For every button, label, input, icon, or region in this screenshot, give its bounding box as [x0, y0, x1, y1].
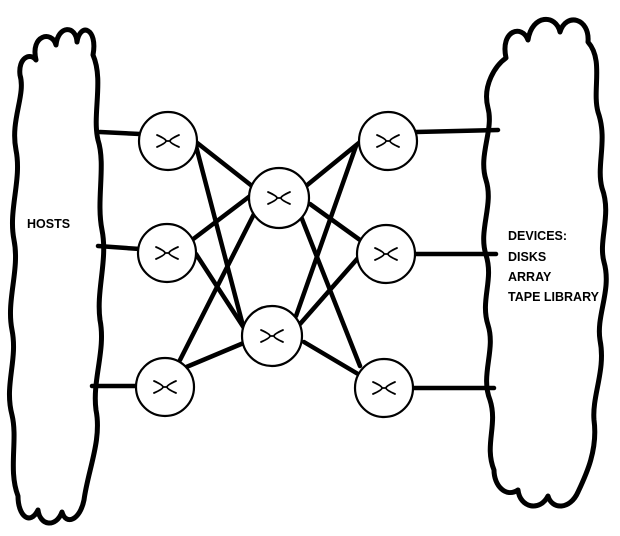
- switch-edge-right-3: [353, 357, 415, 419]
- link-hosts-edge-left-2: [95, 243, 143, 252]
- devices-label-line-3: ARRAY: [508, 270, 552, 284]
- switch-edge-right-2: [355, 223, 417, 285]
- devices-label-line-4: TAPE LIBRARY: [508, 290, 600, 304]
- link-core-1-edge-right-1: [303, 139, 363, 189]
- link-core-2-edge-right-2: [297, 255, 361, 327]
- switch-icon: [267, 191, 291, 205]
- switch-icon: [155, 246, 179, 260]
- switch-edge-left-1: [137, 110, 199, 172]
- devices-label-line-2: DISKS: [508, 250, 546, 264]
- hosts-cloud: [7, 27, 107, 526]
- switch-icon: [376, 134, 400, 148]
- switch-icon: [260, 329, 284, 343]
- link-edge-left-2-core-1: [189, 193, 253, 243]
- switch-icon: [153, 380, 177, 394]
- switch-edge-right-1: [357, 110, 419, 172]
- switch-core-2: [240, 304, 304, 368]
- switch-icon: [374, 247, 398, 261]
- link-core-1-edge-right-2: [307, 201, 363, 243]
- link-edge-left-3-core-2: [181, 339, 249, 371]
- link-edge-left-1-core-2: [193, 143, 245, 325]
- devices-label-line-1: DEVICES:: [508, 229, 567, 243]
- link-edge-left-2-core-2: [193, 251, 247, 331]
- link-core-2-edge-right-1: [293, 143, 359, 319]
- link-hosts-edge-left-1: [97, 129, 143, 137]
- link-edge-left-1-core-1: [193, 139, 255, 189]
- link-edge-left-3-core-1: [177, 211, 257, 363]
- hosts-label: HOSTS: [27, 217, 70, 231]
- links-group: [89, 127, 501, 391]
- link-edge-right-1-devices: [413, 127, 501, 135]
- switch-icon: [156, 134, 180, 148]
- switch-icon: [372, 381, 396, 395]
- switch-edge-left-2: [136, 222, 198, 284]
- switch-edge-left-3: [134, 356, 196, 418]
- link-core-2-edge-right-3: [301, 339, 361, 377]
- switch-core-1: [247, 166, 311, 230]
